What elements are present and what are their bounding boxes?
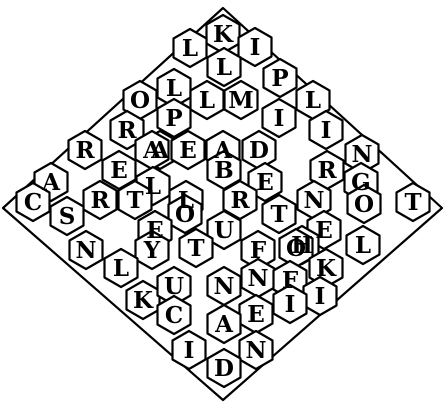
letter-tile xyxy=(15,181,51,223)
letter-k: K xyxy=(316,255,337,282)
letter-tile xyxy=(206,303,242,345)
letter-l: L xyxy=(145,173,161,200)
letter-tile xyxy=(261,193,297,235)
letter-tile xyxy=(237,26,273,68)
letter-tile xyxy=(345,224,381,266)
letter-a: A xyxy=(142,137,162,164)
letter-tile xyxy=(308,109,344,151)
letter-i: I xyxy=(184,337,195,364)
letter-tile xyxy=(206,209,242,251)
letter-r: R xyxy=(230,187,250,214)
letter-r: R xyxy=(75,137,95,164)
letter-l: L xyxy=(166,75,182,102)
letter-r: R xyxy=(317,157,337,184)
letter-h: H xyxy=(291,232,313,259)
letter-tile xyxy=(172,27,208,69)
letter-n: N xyxy=(303,187,324,214)
letter-e: E xyxy=(110,157,128,184)
letter-n: N xyxy=(75,237,96,264)
letter-e: E xyxy=(146,217,164,244)
letter-m: M xyxy=(228,87,253,114)
letter-n: N xyxy=(351,141,372,168)
letter-tile xyxy=(156,97,192,139)
letter-tile xyxy=(103,247,139,289)
letter-f: F xyxy=(282,267,299,294)
letter-i: I xyxy=(315,283,326,310)
letter-o: O xyxy=(286,235,306,262)
letter-e: E xyxy=(179,137,197,164)
letter-tile xyxy=(82,179,118,221)
letter-p: P xyxy=(271,65,288,92)
letter-d: D xyxy=(249,137,269,164)
letter-u: U xyxy=(164,273,184,300)
letter-a: A xyxy=(214,311,234,338)
letter-t: T xyxy=(270,201,287,228)
letter-k: K xyxy=(213,21,234,48)
letter-l: L xyxy=(199,87,215,114)
letter-i: I xyxy=(250,34,261,61)
letter-u: U xyxy=(214,217,234,244)
letter-l: L xyxy=(182,35,198,62)
letter-tile xyxy=(117,179,153,221)
letter-g: G xyxy=(351,169,371,196)
letter-tile xyxy=(206,46,242,88)
letter-tile xyxy=(171,329,207,371)
letter-b: B xyxy=(214,157,233,184)
letter-tile xyxy=(170,129,206,171)
letter-l: L xyxy=(355,232,371,259)
tile-grid xyxy=(15,13,431,389)
letter-o: O xyxy=(175,201,195,228)
letter-l: L xyxy=(216,54,232,81)
letter-t: T xyxy=(126,187,143,214)
letter-tile xyxy=(346,183,382,225)
letter-tile xyxy=(49,195,85,237)
letter-n: N xyxy=(247,265,268,292)
letter-a: A xyxy=(150,137,170,164)
letter-a: A xyxy=(41,169,61,196)
letter-e: E xyxy=(247,301,265,328)
letter-i: I xyxy=(274,105,285,132)
letter-tile xyxy=(223,79,259,121)
letter-f: F xyxy=(250,237,267,264)
letter-n: N xyxy=(245,337,266,364)
letter-tile xyxy=(272,283,308,325)
letter-tile xyxy=(261,97,297,139)
letter-a: A xyxy=(213,137,233,164)
letter-r: R xyxy=(90,187,110,214)
letter-i: I xyxy=(321,117,332,144)
letter-c: C xyxy=(24,189,42,216)
letter-l: L xyxy=(178,187,194,214)
letter-tile xyxy=(302,275,338,317)
letter-tile xyxy=(68,229,104,271)
letter-o: O xyxy=(354,191,374,218)
letter-tile xyxy=(156,294,192,336)
letter-n: N xyxy=(213,273,234,300)
letter-d: D xyxy=(214,355,234,382)
letter-tile xyxy=(206,347,242,389)
letter-t: T xyxy=(404,189,421,216)
letter-p: P xyxy=(165,105,182,132)
letter-o: O xyxy=(130,87,150,114)
letter-t: T xyxy=(187,235,204,262)
letter-l: L xyxy=(305,87,321,114)
letter-l: L xyxy=(113,255,129,282)
letter-tile xyxy=(262,57,298,99)
letter-c: C xyxy=(165,302,183,329)
letter-tile xyxy=(238,329,274,371)
letter-r: R xyxy=(117,117,137,144)
letter-tile xyxy=(178,227,214,269)
letter-i: I xyxy=(285,291,296,318)
letter-e: E xyxy=(315,217,333,244)
letter-s: S xyxy=(59,203,76,230)
letter-e: E xyxy=(256,169,274,196)
letter-k: K xyxy=(133,287,154,314)
letter-tile xyxy=(67,129,103,171)
letter-tile xyxy=(134,229,170,271)
letter-tile xyxy=(395,181,431,223)
letter-y: Y xyxy=(143,237,161,264)
letter-tile xyxy=(167,193,203,235)
